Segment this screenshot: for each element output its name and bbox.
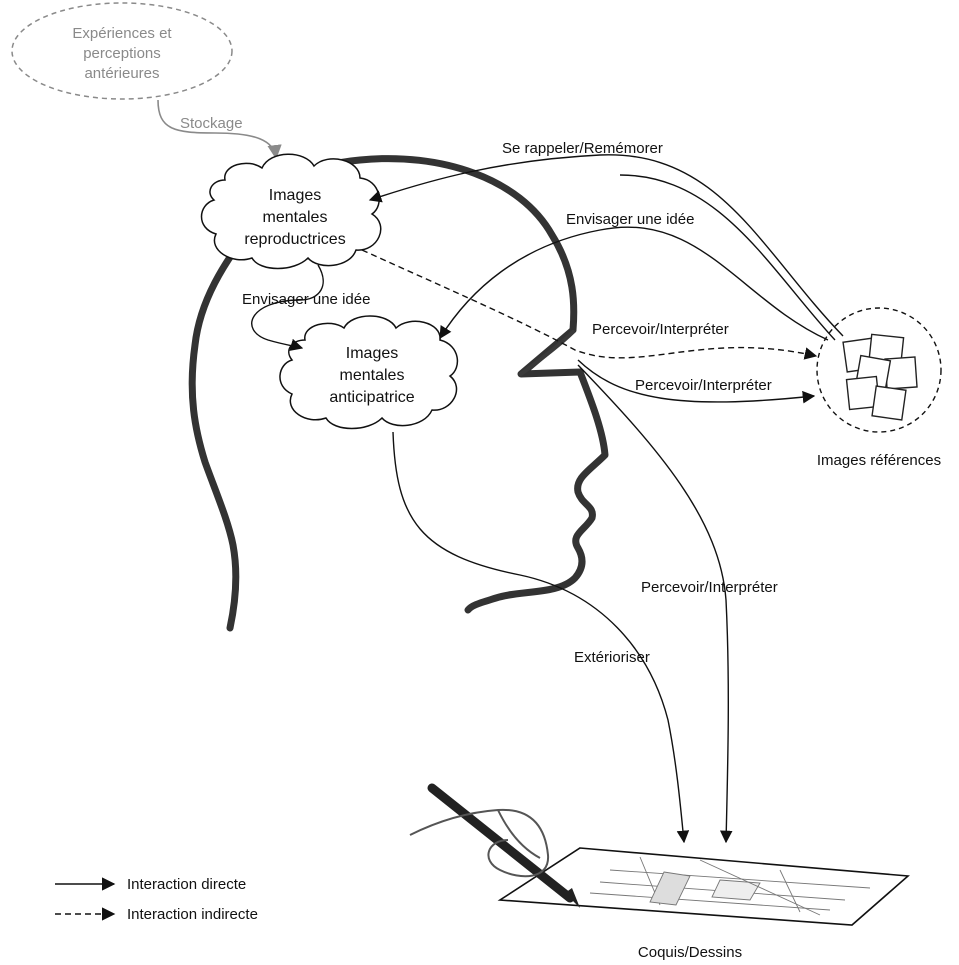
externalize-arrow — [392, 431, 690, 844]
sketch-paper: Coquis/Dessins — [497, 847, 910, 961]
anticipatory-images-line-2: mentales — [340, 367, 405, 384]
reproductive-images-cloud: Images mentales reproductrices — [200, 153, 382, 270]
externalize-label: Extérioriser — [574, 649, 650, 666]
reference-images-label: Images références — [817, 452, 941, 469]
storage-label: Stockage — [180, 115, 243, 132]
prior-experiences-line-2: perceptions — [83, 45, 161, 62]
perceive-solid-arrow — [577, 359, 816, 404]
reproductive-images-line-1: Images — [269, 187, 321, 204]
sketches-label: Coquis/Dessins — [638, 944, 742, 961]
recall-label: Se rappeler/Remémorer — [502, 140, 663, 157]
anticipatory-images-cloud: Images mentales anticipatrice — [279, 315, 459, 430]
anticipatory-images-line-1: Images — [346, 345, 398, 362]
prior-experiences-line-1: Expériences et — [72, 25, 172, 42]
perceive-sketch-arrow — [577, 364, 733, 844]
recall-return-line — [619, 174, 836, 341]
envision-idea-right-label: Envisager une idée — [566, 211, 694, 228]
perceive-dashed-arrow — [361, 249, 818, 360]
anticipatory-images-line-3: anticipatrice — [329, 389, 414, 406]
legend-indirect-label: Interaction indirecte — [127, 906, 258, 923]
envision-idea-left-label: Envisager une idée — [242, 291, 370, 308]
envision-idea-right-arrow — [439, 226, 829, 341]
prior-experiences-line-3: antérieures — [84, 65, 159, 82]
reproductive-images-line-2: mentales — [263, 209, 328, 226]
photo-stack-icon — [842, 333, 918, 421]
perceive-solid-label: Percevoir/Interpréter — [635, 377, 772, 394]
recall-arrow — [368, 154, 844, 337]
reference-images-node: Images références — [816, 307, 942, 469]
legend-direct-label: Interaction directe — [127, 876, 246, 893]
prior-experiences-node: Expériences et perceptions antérieures — [11, 2, 233, 100]
hand-with-pencil — [409, 783, 580, 908]
legend: Interaction directe Interaction indirect… — [55, 876, 258, 923]
reproductive-images-line-3: reproductrices — [244, 231, 345, 248]
perceive-sketch-label: Percevoir/Interpréter — [641, 579, 778, 596]
sketch-drawing — [589, 856, 871, 916]
perceive-dashed-label: Percevoir/Interpréter — [592, 321, 729, 338]
envision-idea-left-arrow — [251, 264, 324, 351]
storage-arrow — [157, 99, 282, 160]
